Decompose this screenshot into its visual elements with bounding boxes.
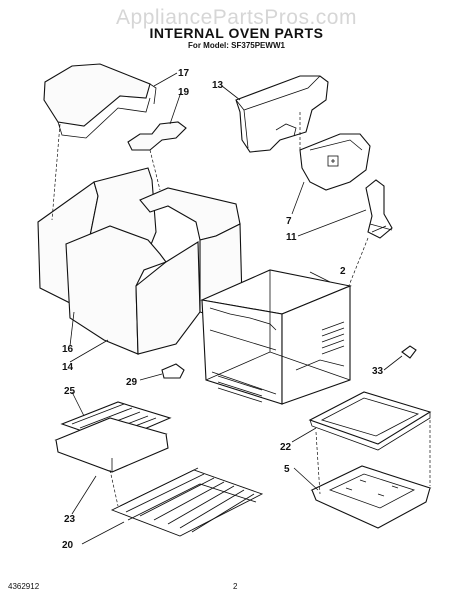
callout-7: 7 <box>286 216 292 227</box>
shield-part <box>299 133 371 191</box>
callout-2: 2 <box>340 266 346 277</box>
callout-13: 13 <box>212 80 224 91</box>
broiler-pan-part <box>54 401 172 473</box>
oven-rack-part <box>110 467 264 537</box>
small-bracket-part <box>401 345 417 359</box>
bracket-part <box>365 179 393 239</box>
document-number: 4362912 <box>8 582 40 591</box>
top-insulation-part <box>43 63 157 139</box>
callout-11: 11 <box>286 232 297 243</box>
callout-14: 14 <box>62 362 74 373</box>
callout-labels: 17 19 13 7 11 2 16 14 29 33 25 22 5 23 2… <box>62 68 384 551</box>
callout-17: 17 <box>178 68 190 79</box>
callout-19: 19 <box>178 87 190 98</box>
callout-25: 25 <box>64 386 76 397</box>
page-number: 2 <box>233 582 238 591</box>
pad-insulation-part <box>127 121 187 151</box>
vent-duct-part <box>235 75 329 153</box>
watermark: AppliancePartsPros.com <box>116 6 357 29</box>
diagram-title: INTERNAL OVEN PARTS <box>149 25 324 41</box>
leader-lines <box>69 72 403 545</box>
callout-5: 5 <box>284 464 290 475</box>
callout-33: 33 <box>372 366 384 377</box>
callout-16: 16 <box>62 344 74 355</box>
callout-22: 22 <box>280 442 292 453</box>
alignment-lines <box>51 110 431 507</box>
callout-23: 23 <box>64 514 76 525</box>
clip-part <box>161 363 185 379</box>
model-subtitle: For Model: SF375PEWW1 <box>188 41 285 50</box>
oven-cavity-part <box>200 269 352 405</box>
callout-29: 29 <box>126 377 138 388</box>
drawer-tray-part <box>310 465 432 529</box>
drawer-panel-part <box>308 391 432 451</box>
callout-20: 20 <box>62 540 74 551</box>
